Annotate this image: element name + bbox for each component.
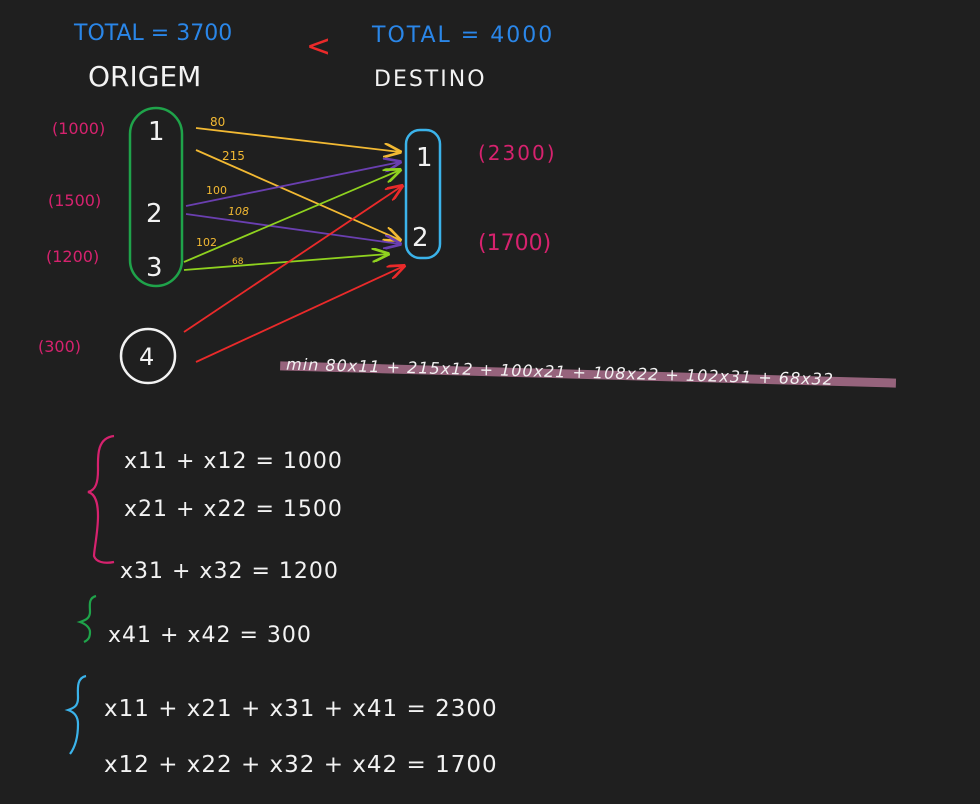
- source-1-supply: (1000): [52, 119, 105, 138]
- source-1-label: 1: [148, 117, 165, 147]
- arrow-2-to-2: [185, 213, 400, 244]
- arrow-3-to-2: [183, 254, 388, 271]
- dummy-constraint: x41 + x42 = 300: [108, 623, 312, 648]
- objective-highlight: [280, 361, 897, 388]
- source-2-label: 2: [146, 199, 163, 229]
- destination-1-demand: (2300): [478, 141, 557, 165]
- sources-container: [128, 106, 184, 288]
- supply-constraint-2: x21 + x22 = 1500: [124, 497, 343, 522]
- source-4-circle: [119, 327, 177, 385]
- arrow-3-to-1: [183, 170, 400, 263]
- supply-constraint-1: x11 + x12 = 1000: [124, 449, 343, 474]
- arrow-4-to-2: [195, 266, 404, 363]
- source-4-supply: (300): [38, 337, 81, 356]
- arrow-2-to-1: [185, 162, 400, 207]
- origin-total: TOTAL = 3700: [73, 21, 232, 46]
- source-3-label: 3: [146, 253, 163, 283]
- dummy-constraint-brace: [76, 594, 97, 643]
- destination-1-label: 1: [416, 143, 433, 173]
- cost-x11: 80: [210, 115, 225, 129]
- destination-2-demand: (1700): [478, 231, 551, 256]
- cost-x21: 100: [206, 184, 227, 197]
- arrow-1-to-2: [195, 149, 400, 240]
- destination-heading: DESTINO: [374, 67, 487, 92]
- demand-constraints-brace: [64, 674, 87, 755]
- less-than-sign: <: [306, 29, 331, 64]
- source-2-supply: (1500): [48, 191, 101, 210]
- arrow-1-to-1: [195, 127, 400, 152]
- supply-constraints-brace: [87, 434, 115, 564]
- cost-x32: 68: [232, 257, 244, 267]
- source-4-label: 4: [139, 343, 154, 371]
- source-3-supply: (1200): [46, 247, 99, 266]
- demand-constraint-1: x11 + x21 + x31 + x41 = 2300: [104, 696, 498, 722]
- destination-2-label: 2: [412, 223, 429, 253]
- arrow-4-to-1: [183, 186, 402, 333]
- cost-x31: 102: [196, 236, 217, 249]
- origin-heading: ORIGEM: [88, 60, 201, 93]
- destination-total: TOTAL = 4000: [371, 23, 554, 48]
- demand-constraint-2: x12 + x22 + x32 + x42 = 1700: [104, 752, 498, 778]
- supply-constraint-3: x31 + x32 = 1200: [120, 559, 339, 584]
- cost-x12: 215: [222, 149, 245, 163]
- objective-function: min 80x11 + 215x12 + 100x21 + 108x22 + 1…: [286, 355, 834, 389]
- cost-x22: 108: [228, 205, 249, 218]
